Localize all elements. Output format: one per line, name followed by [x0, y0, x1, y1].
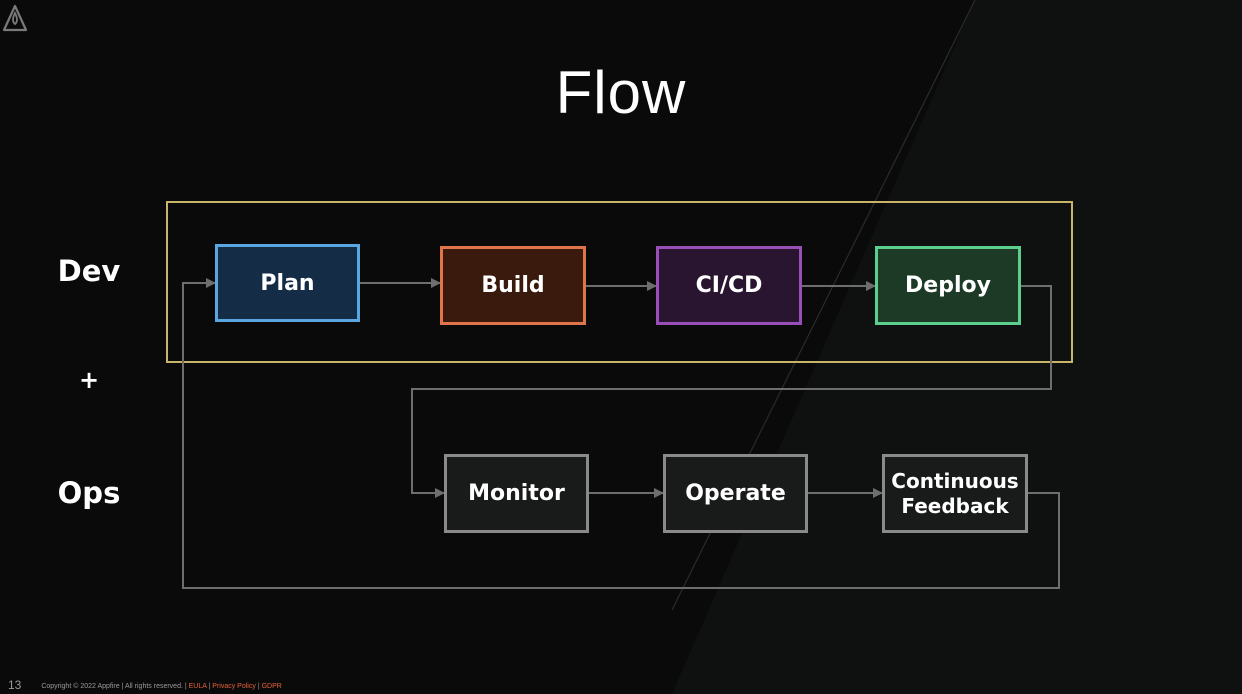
plus-label: +	[78, 366, 100, 394]
gdpr-link[interactable]: GDPR	[261, 683, 282, 690]
footer-separator: |	[208, 683, 211, 690]
dev-group-frame	[166, 201, 1073, 363]
node-cicd: CI/CD	[656, 246, 802, 325]
node-plan: Plan	[215, 244, 360, 322]
privacy-policy-link[interactable]: Privacy Policy	[212, 683, 256, 690]
page-number: 13	[8, 678, 22, 692]
eula-link[interactable]: EULA	[188, 683, 207, 690]
slide-title: Flow	[555, 59, 687, 126]
node-continuous-feedback: Continuous Feedback	[882, 454, 1028, 533]
dev-label: Dev	[57, 254, 121, 288]
node-operate: Operate	[663, 454, 808, 533]
footer-separator: |	[257, 683, 260, 690]
node-deploy: Deploy	[875, 246, 1021, 325]
node-monitor: Monitor	[444, 454, 589, 533]
copyright-text: Copyright © 2022 Appfire | All rights re…	[41, 683, 187, 690]
edge-deploy-monitor	[411, 285, 1052, 498]
edge-feedback-plan	[182, 278, 1060, 589]
slide-footer: 13 Copyright © 2022 Appfire | All rights…	[8, 677, 282, 692]
ops-label: Ops	[57, 476, 121, 510]
node-build: Build	[440, 246, 586, 325]
appfire-logo-icon	[2, 4, 28, 32]
